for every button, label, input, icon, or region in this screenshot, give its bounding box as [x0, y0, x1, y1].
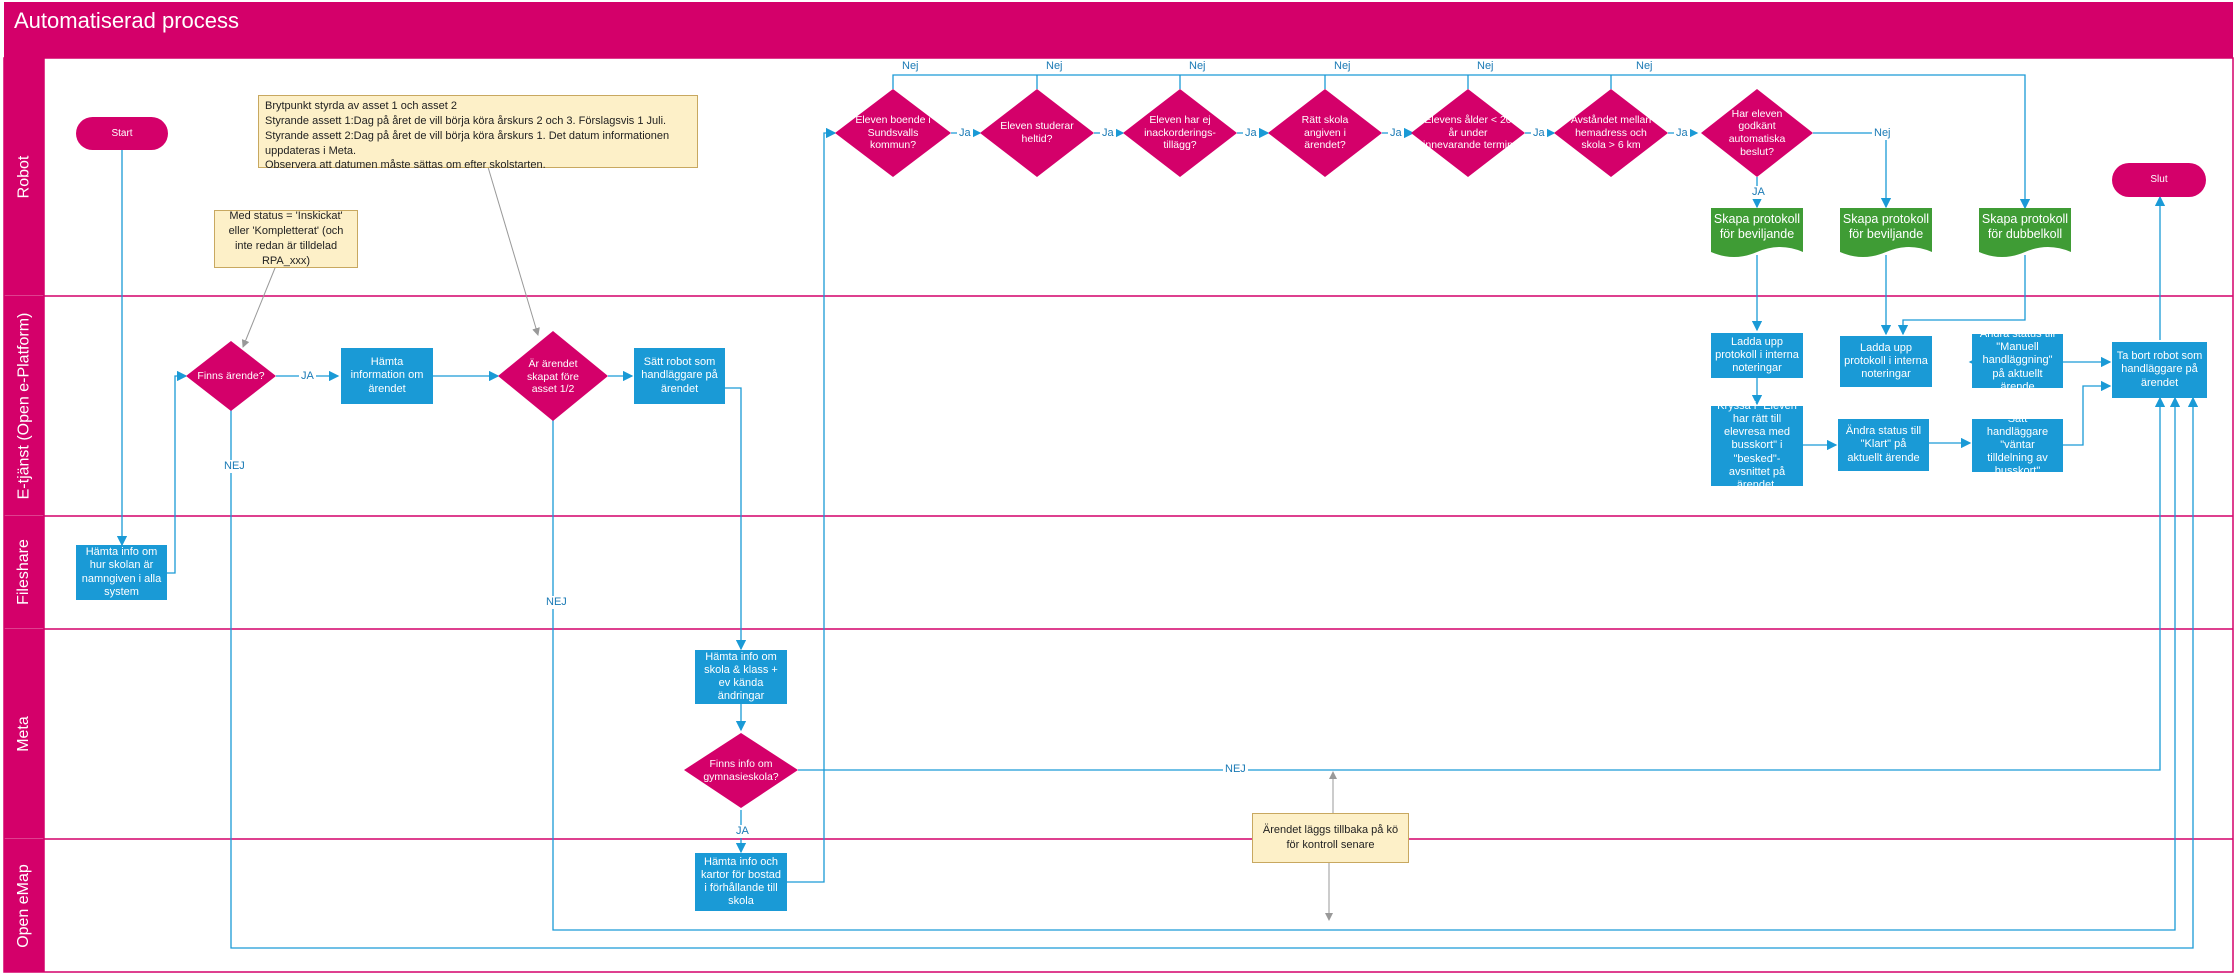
- edge-label-ja: Ja: [1100, 127, 1116, 140]
- edge-label-nej: Nej: [1872, 127, 1893, 140]
- diamond-upper-school: [684, 733, 798, 808]
- edge-label-nej: Nej: [900, 60, 921, 73]
- decision-shapes: [186, 89, 1813, 808]
- diamond-case-exists: [186, 341, 276, 411]
- status-note: Med status = 'Inskickat' eller 'Komplett…: [214, 210, 358, 268]
- edge-label-nej: Nej: [1332, 60, 1353, 73]
- title-bar: Automatiserad process: [4, 2, 2233, 40]
- lane-robot: Robot: [4, 58, 44, 295]
- set-robot-handler-box: Sätt robot som handläggare på ärendet: [634, 348, 725, 404]
- diamond-boarding: [1123, 89, 1237, 177]
- requeue-note: Ärendet läggs tillbaka på kö för kontrol…: [1252, 813, 1409, 863]
- edge-label-ja: JA: [1750, 186, 1767, 199]
- upload-internal-2-box: Ladda upp protokoll i interna noteringar: [1840, 336, 1932, 387]
- edge-label-nej: NEJ: [1223, 763, 1248, 776]
- end-terminal: Slut: [2112, 163, 2206, 197]
- breakpoint-note: Brytpunkt styrda av asset 1 och asset 2 …: [258, 95, 698, 171]
- note-line: Styrande assett 1:Dag på året de vill bö…: [265, 114, 667, 127]
- document-shapes: [1711, 208, 2071, 257]
- fetch-maps-box: Hämta info och kartor för bostad i förhå…: [695, 853, 787, 911]
- edge-label-ja: Ja: [957, 127, 973, 140]
- header-strip: [4, 40, 2233, 58]
- edge-label-ja: Ja: [1388, 127, 1404, 140]
- edge-label-nej: Nej: [1634, 60, 1655, 73]
- annotation-lines: [241, 166, 1337, 921]
- edge-label-ja: JA: [734, 825, 751, 838]
- set-handler-waiting-box: Sätt handläggare "väntar tilldelning av …: [1972, 413, 2063, 477]
- note-line: Styrande assett 2:Dag på året de vill bö…: [265, 129, 670, 142]
- doc-double-check: [1979, 208, 2071, 257]
- upload-internal-1-box: Ladda upp protokoll i interna noteringar: [1711, 333, 1803, 378]
- status-manual-box: Ändra status till "Manuell handläggning"…: [1972, 328, 2063, 393]
- diamond-age: [1411, 89, 1525, 177]
- diamond-distance: [1554, 89, 1668, 177]
- flow-lines: [116, 74, 2199, 949]
- lane-openemap: Open eMap: [4, 839, 44, 972]
- lane-fileshare: Fileshare: [4, 516, 44, 628]
- tick-bus-card-box: Kryssa i "Eleven har rätt till elevresa …: [1711, 400, 1803, 491]
- edge-label-nej: Nej: [1044, 60, 1065, 73]
- status-done-box: Ändra status till "Klart" på aktuellt är…: [1838, 419, 1929, 471]
- edge-label-ja: Ja: [1531, 127, 1547, 140]
- note-line: uppdateras i Meta.: [265, 144, 357, 157]
- doc-approve-1: [1711, 208, 1803, 257]
- edge-label-nej: NEJ: [222, 460, 247, 473]
- edge-label-nej: Nej: [1475, 60, 1496, 73]
- diamond-correct-school: [1268, 89, 1382, 177]
- lane-etjanst: E-tjänst (Open e-Platform): [4, 296, 44, 515]
- edge-label-nej: NEJ: [544, 596, 569, 609]
- edge-label-ja: Ja: [1243, 127, 1259, 140]
- edge-label-nej: Nej: [1187, 60, 1208, 73]
- fetch-case-info-box: Hämta information om ärendet: [341, 348, 433, 404]
- remove-robot-box: Ta bort robot som handläggare på ärendet: [2112, 342, 2207, 398]
- doc-approve-2: [1840, 208, 1932, 257]
- start-terminal: Start: [76, 117, 168, 150]
- diamond-created-before: [498, 331, 608, 421]
- lane-dividers: [3, 57, 2234, 973]
- edge-label-ja: Ja: [1674, 127, 1690, 140]
- note-line: Observera att datumen måste sättas om ef…: [265, 159, 546, 172]
- diamond-auto-approved: [1701, 89, 1813, 177]
- lane-meta: Meta: [4, 629, 44, 838]
- diamond-full-time: [980, 89, 1094, 177]
- fetch-school-info-box: Hämta info om hur skolan är namngiven i …: [76, 545, 167, 600]
- edge-label-ja: JA: [299, 370, 316, 383]
- fetch-meta-info-box: Hämta info om skola & klass + ev kända ä…: [695, 650, 787, 704]
- diamond-sundsvall: [835, 89, 951, 177]
- note-line: Brytpunkt styrda av asset 1 och asset 2: [265, 100, 457, 112]
- page-title: Automatiserad process: [14, 8, 239, 33]
